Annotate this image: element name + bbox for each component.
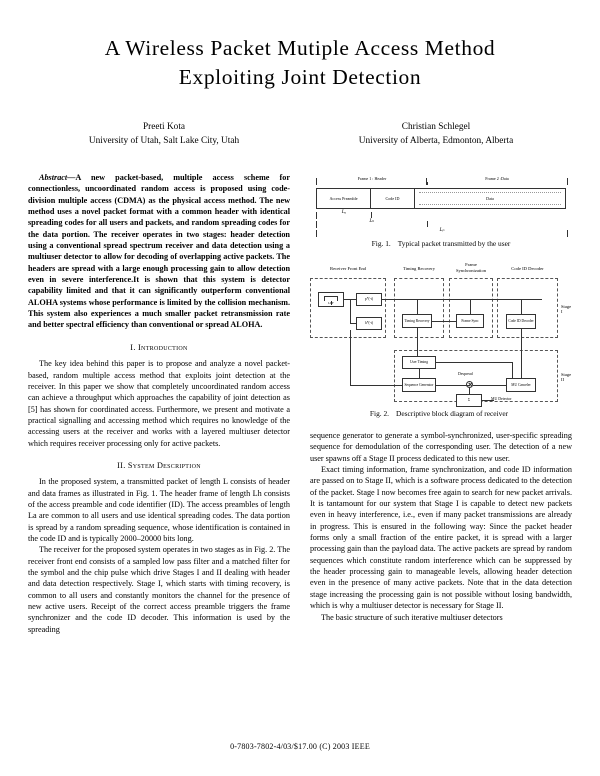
frame1-label: Frame 1 : Header [317, 175, 427, 182]
figure-1-caption-label: Fig. 1. [371, 239, 391, 248]
mast-icon [331, 301, 332, 305]
multiplier-icon [466, 381, 473, 388]
group-frame-synchronization: Frame Synchronization [449, 262, 493, 338]
figure-2: Receiver Front End Timing Recovery Frame… [306, 262, 572, 418]
group-label-code-id-decoder: Code ID Decoder [511, 266, 544, 271]
frame2-dimension: Frame 2 :Data [426, 175, 568, 185]
wire [350, 323, 356, 324]
figure-2-graphic: Receiver Front End Timing Recovery Frame… [306, 262, 572, 407]
title-block: A Wireless Packet Mutiple Access Method … [28, 34, 572, 92]
wire [521, 299, 522, 314]
abstract-lead: Abstract— [39, 173, 76, 182]
antenna-label: LPF [328, 300, 334, 305]
wire [436, 385, 470, 386]
block-matched-filter-chip: h*(-t) [356, 317, 382, 330]
page-title: A Wireless Packet Mutiple Access Method … [28, 34, 572, 92]
abstract: Abstract—A new packet-based, multiple ac… [28, 172, 290, 331]
wire [482, 400, 494, 401]
block-summer: Σ [456, 394, 482, 407]
packet-cell-data: Data [415, 189, 565, 208]
wire [521, 329, 522, 378]
paragraph: The receiver for the proposed system ope… [28, 545, 290, 634]
author-block: Preeti Kota University of Utah, Salt Lak… [28, 120, 572, 148]
section-title: Introduction [138, 342, 188, 352]
mu-detector-label: MU Detector [491, 397, 512, 401]
figure-1: Frame 1 : Header Frame 2 :Data Access Pr… [310, 175, 572, 248]
author-entry: Christian Schlegel University of Alberta… [300, 120, 572, 148]
paragraph: The basic structure of such iterative mu… [321, 612, 503, 622]
group-label-receiver-front-end: Receiver Front End [330, 266, 366, 271]
frame2-label: Frame 2 :Data [427, 175, 567, 182]
dimension-lp: Lₚ [316, 227, 568, 237]
section-numeral: II. [117, 460, 126, 470]
dish-icon [324, 296, 338, 301]
column-right: sequence generator to generate a symbol-… [310, 430, 572, 623]
dimension-la-label: Lₐ [317, 209, 371, 216]
column-left: Abstract—A new packet-based, multiple ac… [28, 172, 290, 635]
packet-cell-access-preamble: Access Preamble [317, 189, 371, 208]
block-code-id-decoder: Code ID Decoder [506, 314, 536, 329]
group-receiver-front-end: Receiver Front End [310, 266, 386, 338]
author-name: Christian Schlegel [401, 122, 471, 132]
wire [512, 362, 513, 378]
figure-2-caption-label: Fig. 2. [369, 409, 390, 418]
wire [350, 385, 402, 386]
wire [469, 388, 470, 394]
group-label-timing-recovery: Timing Recovery [402, 266, 436, 271]
figure-1-caption-text: Typical packet transmitted by the user [397, 239, 511, 248]
block-matched-filter-symbol: p*(-t) [356, 293, 382, 306]
section-title: System Description [127, 460, 201, 470]
author-name: Preeti Kota [142, 122, 186, 132]
section-heading-introduction: I. Introduction [28, 342, 290, 353]
figure-1-graphic: Frame 1 : Header Frame 2 :Data Access Pr… [310, 175, 572, 237]
title-line-2: Exploiting Joint Detection [178, 65, 422, 89]
paragraph: The key idea behind this paper is to pro… [28, 359, 290, 448]
wire [350, 299, 351, 324]
author-affiliation: University of Utah, Salt Lake City, Utah [88, 136, 240, 146]
author-entry: Preeti Kota University of Utah, Salt Lak… [28, 120, 300, 148]
block-frame-sync: Frame Sync [456, 314, 484, 328]
wire [473, 385, 506, 386]
author-affiliation: University of Alberta, Edmonton, Alberta [358, 136, 514, 146]
footer-copyright: 0-7803-7802-4/03/$17.00 (C) 2003 IEEE [230, 742, 370, 751]
wire [350, 330, 351, 386]
dimension-la: Lₐ [316, 209, 372, 219]
stage-2-label: Stage II [561, 372, 572, 382]
paragraph: Exact timing information, frame synchron… [310, 465, 572, 611]
section-heading-system-description: II. System Description [28, 460, 290, 471]
dimension-lh-label: Lₕ [317, 218, 427, 225]
block-sequence-generator: Sequence Generator [402, 378, 436, 392]
paragraph: In the proposed system, a transmitted pa… [28, 477, 290, 543]
block-timing-recovery: Timing Recovery [402, 314, 432, 328]
frame1-dimension: Frame 1 : Header [316, 175, 428, 185]
group-timing-recovery: Timing Recovery [394, 266, 444, 338]
wire [419, 369, 420, 378]
figure-2-caption: Fig. 2. Descriptive block diagram of rece… [306, 409, 572, 418]
dimension-lh: Lₕ [316, 218, 428, 228]
packet-cell-code-id: Code ID [371, 189, 415, 208]
wire [382, 299, 542, 300]
wire [432, 321, 456, 322]
despread-label: Despread [458, 372, 473, 376]
paragraph: sequence generator to generate a symbol-… [310, 431, 572, 463]
title-line-1: A Wireless Packet Mutiple Access Method [104, 36, 496, 60]
wire [417, 328, 418, 356]
antenna-lpf-icon: LPF [318, 292, 344, 307]
dimension-lp-label: Lₚ [317, 227, 567, 234]
abstract-body: A new packet-based, multiple access sche… [28, 173, 290, 330]
figure-2-caption-text: Descriptive block diagram of receiver [396, 409, 509, 418]
section-numeral: I. [130, 342, 136, 352]
wire [436, 362, 512, 363]
group-label-frame-synchronization: Frame Synchronization [455, 262, 487, 273]
block-user-timing: User Timing [402, 356, 436, 369]
figure-1-caption: Fig. 1. Typical packet transmitted by the… [310, 239, 572, 248]
block-mu-canceler: MU Canceler [506, 378, 536, 392]
stage-1-label: Stage I [561, 304, 572, 314]
wire [470, 299, 471, 314]
packet-structure: Access Preamble Code ID Data [316, 188, 566, 209]
wire [417, 299, 418, 314]
group-code-id-decoder: Code ID Decoder [497, 266, 558, 338]
